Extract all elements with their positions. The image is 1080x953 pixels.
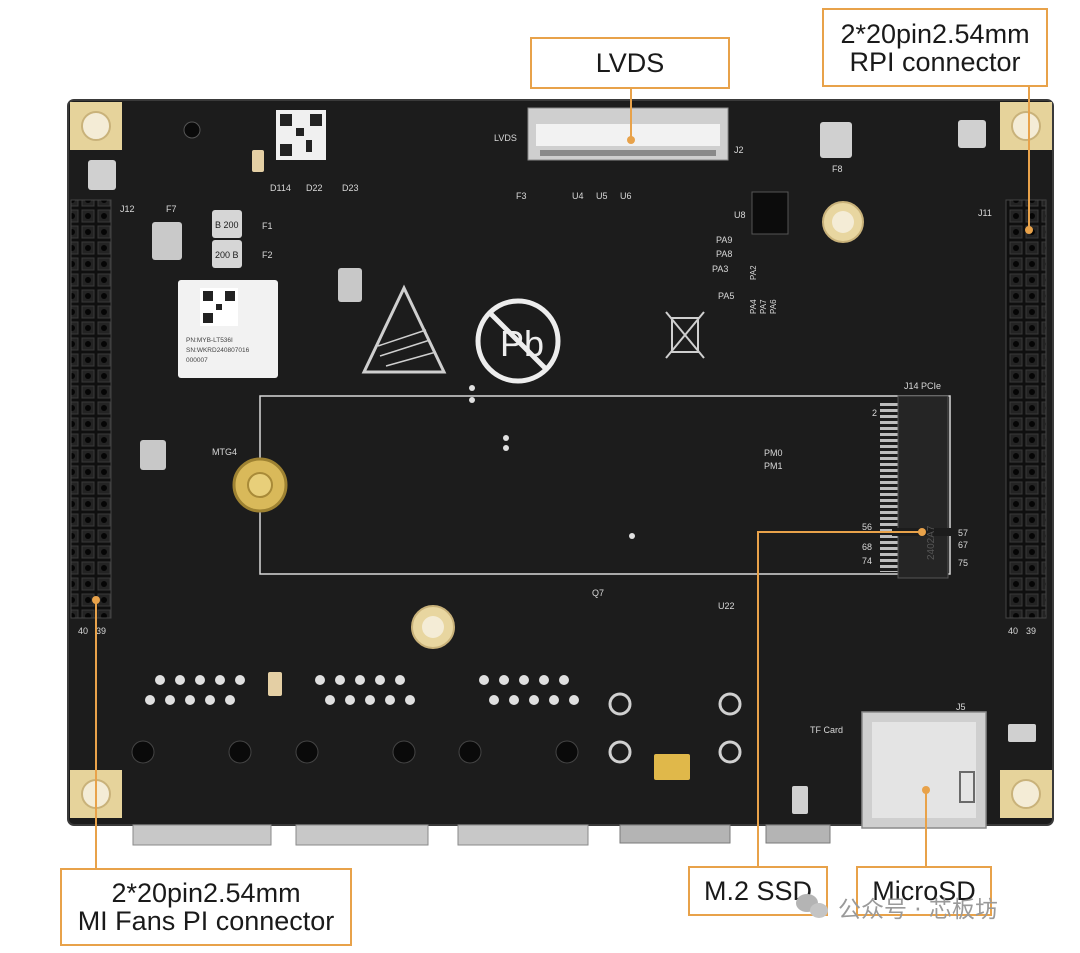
silk-pm0: PM0 — [764, 448, 783, 458]
callout-rpi-line2: RPI connector — [849, 46, 1021, 77]
silk-mtg: MTG4 — [212, 447, 237, 457]
callout-microsd-label: MicroSD — [872, 876, 976, 906]
silk-pin39-left: 39 — [96, 626, 106, 636]
callout-mi-fans-connector: 2*20pin2.54mm MI Fans PI connector — [60, 868, 352, 946]
callout-mi-line2: MI Fans PI connector — [77, 906, 335, 936]
callout-m2-label: M.2 SSD — [703, 876, 813, 906]
sticker-line3: 000007 — [186, 357, 208, 364]
callout-rpi-line1: 2*20pin2.54mm — [840, 18, 1030, 49]
silk-m2-pin2: 2 — [872, 408, 877, 418]
watermark-text: 公众号 · 芯板坊 — [838, 897, 998, 923]
silk-pin40-left: 40 — [78, 626, 88, 636]
callout-lvds: LVDS — [530, 37, 730, 89]
silk-pm1: PM1 — [764, 461, 783, 471]
silk-u22: U22 — [718, 601, 735, 611]
silk-tf-card: TF Card — [810, 725, 843, 735]
silk-pa-5: PA2 — [749, 265, 758, 280]
callout-m2-ssd: M.2 SSD — [688, 866, 828, 916]
wechat-icon — [796, 894, 830, 920]
silk-q7: Q7 — [592, 588, 604, 598]
lead-free-icon: Pb — [475, 298, 561, 384]
silk-pa-1: PA8 — [716, 249, 732, 259]
m2-connector — [878, 395, 956, 579]
silk-u4: U4 — [572, 191, 584, 201]
esd-warning-icon — [361, 284, 447, 374]
silk-pin40-right: 40 — [1008, 626, 1018, 636]
silk-d23: D23 — [342, 183, 359, 193]
callout-microsd: MicroSD — [856, 866, 992, 916]
silk-m2-pin74: 74 — [862, 556, 872, 566]
silk-d22: D22 — [306, 183, 323, 193]
qr-code-top — [276, 110, 326, 160]
m2-chip-marking: 2402A7 — [926, 525, 937, 560]
lvds-connector — [527, 107, 729, 161]
silk-fuse-b200: B 200 — [215, 220, 239, 230]
watermark: 公众号 · 芯板坊 — [796, 890, 998, 924]
silk-f7: F7 — [166, 204, 177, 214]
leader-lines — [95, 87, 1030, 872]
silk-m2-pin57: 57 — [958, 528, 968, 538]
silk-u6: U6 — [620, 191, 632, 201]
callout-rpi-connector: 2*20pin2.54mm RPI connector — [822, 8, 1048, 87]
silk-m2-pin67: 67 — [958, 540, 968, 550]
silk-pin39-right: 39 — [1026, 626, 1036, 636]
sticker-line2: SN:WKRD240807016 — [186, 347, 250, 354]
silk-f8: F8 — [832, 164, 843, 174]
jack-pins — [145, 675, 579, 705]
components — [88, 120, 1036, 814]
silk-j2: J2 — [734, 145, 744, 155]
silk-j12: J12 — [120, 204, 135, 214]
silk-m2-pin56: 56 — [862, 522, 872, 532]
silk-pa-3: PA5 — [718, 291, 734, 301]
callout-lvds-label: LVDS — [595, 48, 665, 78]
silk-pa-4: PA4 — [749, 299, 758, 314]
silk-pa-0: PA9 — [716, 235, 732, 245]
mi-fans-pi-header — [70, 199, 112, 619]
sticker-line1: PN:MYB-LT536I — [186, 337, 233, 344]
rpi-header — [1005, 199, 1047, 619]
silk-u5: U5 — [596, 191, 608, 201]
svg-text:Pb: Pb — [500, 323, 544, 364]
silk-pa-7: PA6 — [769, 299, 778, 314]
silk-f1: F1 — [262, 221, 273, 231]
silk-u8: U8 — [734, 210, 746, 220]
weee-bin-icon — [665, 311, 705, 359]
microsd-slot — [861, 711, 987, 829]
silk-m2-pin68: 68 — [862, 542, 872, 552]
silk-d114: D114 — [270, 183, 291, 193]
silk-pa-6: PA7 — [759, 299, 768, 314]
silk-j5: J5 — [956, 702, 966, 712]
silk-lvds: LVDS — [494, 133, 517, 143]
callout-mi-line1: 2*20pin2.54mm — [111, 878, 301, 908]
silk-f3: F3 — [516, 191, 527, 201]
silk-pa-2: PA3 — [712, 264, 728, 274]
silk-fuse-200b: 200 B — [215, 250, 239, 260]
silk-j11: J11 — [978, 208, 992, 218]
silk-f2: F2 — [262, 250, 273, 260]
silk-m2-pin75: 75 — [958, 558, 968, 568]
bottom-ports — [132, 824, 831, 846]
silk-j14: J14 PCIe — [904, 381, 941, 391]
mounting-pads — [70, 102, 1052, 818]
